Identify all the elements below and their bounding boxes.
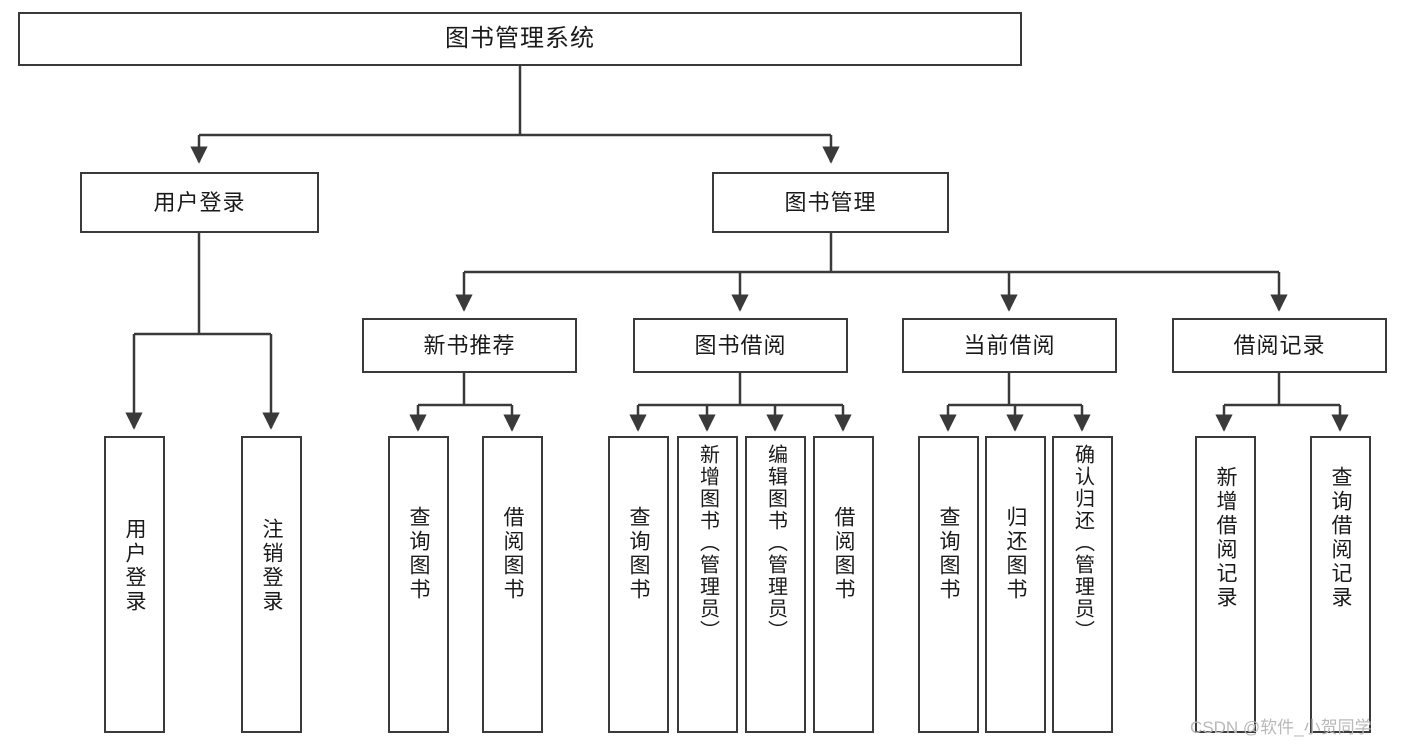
node-label: 用户登录 xyxy=(123,518,147,614)
node-label: 图书借阅 xyxy=(694,332,787,358)
node-label: 图书管理系统 xyxy=(445,24,595,52)
leaf-book-borrow-borrow-book[interactable]: 借阅图书 xyxy=(813,436,874,733)
node-new-book-recommend[interactable]: 新书推荐 xyxy=(362,318,577,373)
node-label: 新书推荐 xyxy=(423,332,516,358)
node-current-borrow[interactable]: 当前借阅 xyxy=(902,318,1117,373)
leaf-user-login-logout[interactable]: 注销登录 xyxy=(241,436,302,733)
node-label: 新增图书（管理员） xyxy=(696,444,719,642)
node-label: 查询图书 xyxy=(937,506,961,602)
leaf-current-borrow-return-book[interactable]: 归还图书 xyxy=(985,436,1046,733)
node-label: 注销登录 xyxy=(260,518,284,614)
node-label: 用户登录 xyxy=(153,189,246,215)
node-label: 确认归还（管理员） xyxy=(1071,444,1094,642)
leaf-current-borrow-confirm-return-admin[interactable]: 确认归还（管理员） xyxy=(1052,436,1113,733)
node-label: 借阅记录 xyxy=(1233,332,1326,358)
leaf-current-borrow-query-book[interactable]: 查询图书 xyxy=(918,436,979,733)
node-borrow-record[interactable]: 借阅记录 xyxy=(1172,318,1387,373)
node-label: 归还图书 xyxy=(1004,506,1028,602)
leaf-new-book-borrow-book[interactable]: 借阅图书 xyxy=(482,436,543,733)
node-root-book-management-system[interactable]: 图书管理系统 xyxy=(18,12,1022,66)
node-label: 当前借阅 xyxy=(963,332,1056,358)
node-book-management[interactable]: 图书管理 xyxy=(712,172,949,233)
leaf-user-login-login[interactable]: 用户登录 xyxy=(104,436,165,733)
leaf-borrow-record-add-record[interactable]: 新增借阅记录 xyxy=(1195,436,1256,733)
leaf-borrow-record-query-record[interactable]: 查询借阅记录 xyxy=(1310,436,1371,733)
node-book-borrow[interactable]: 图书借阅 xyxy=(633,318,848,373)
leaf-new-book-query-book[interactable]: 查询图书 xyxy=(388,436,449,733)
node-user-login[interactable]: 用户登录 xyxy=(80,172,319,233)
leaf-book-borrow-add-book-admin[interactable]: 新增图书（管理员） xyxy=(677,436,738,733)
node-label: 借阅图书 xyxy=(832,506,856,602)
node-label: 编辑图书（管理员） xyxy=(764,444,787,642)
leaf-book-borrow-edit-book-admin[interactable]: 编辑图书（管理员） xyxy=(745,436,806,733)
node-label: 新增借阅记录 xyxy=(1214,466,1238,610)
node-label: 借阅图书 xyxy=(501,506,525,602)
leaf-book-borrow-query-book[interactable]: 查询图书 xyxy=(608,436,669,733)
node-label: 图书管理 xyxy=(784,189,877,215)
node-label: 查询图书 xyxy=(407,506,431,602)
node-label: 查询借阅记录 xyxy=(1329,466,1353,610)
node-label: 查询图书 xyxy=(627,506,651,602)
csdn-watermark: CSDN @软件_小贺同学 xyxy=(1190,718,1372,737)
